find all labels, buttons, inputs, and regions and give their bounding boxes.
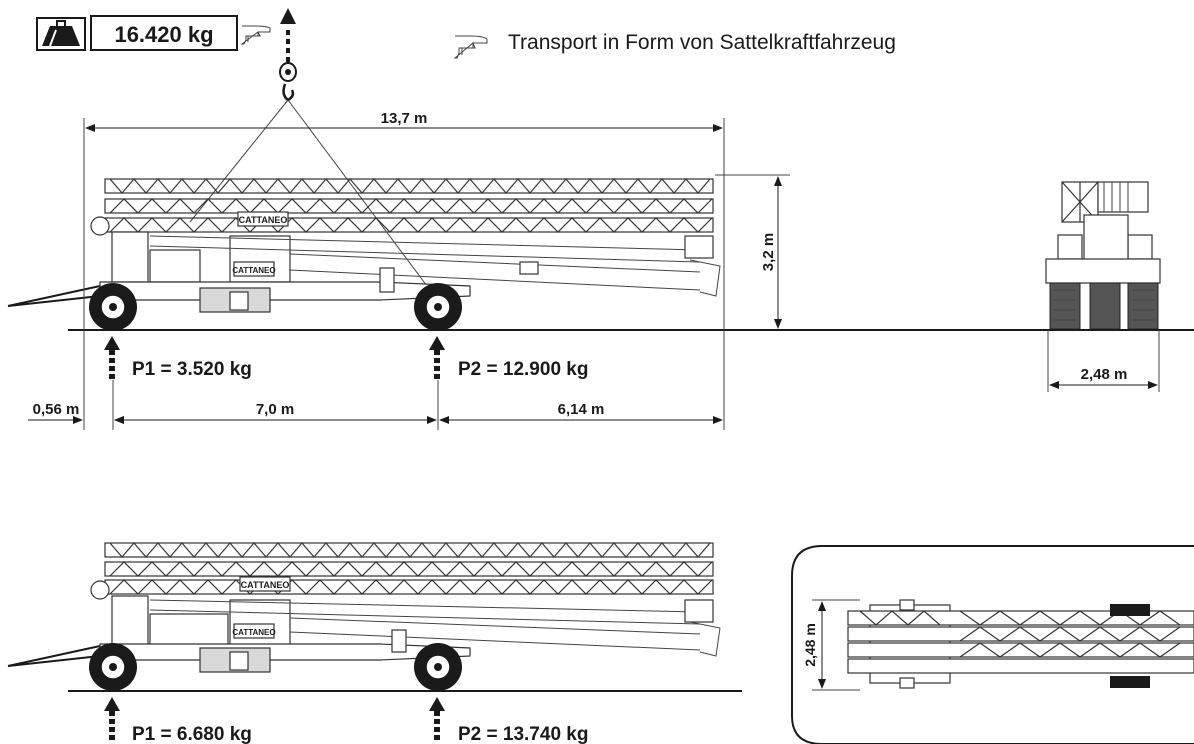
transport-note-text: Transport in Form von Sattelkraftfahrzeu… <box>508 31 896 54</box>
svg-text:CATTANEO: CATTANEO <box>241 580 290 590</box>
transport-note: Transport in Form von Sattelkraftfahrzeu… <box>453 31 896 59</box>
total-weight-value: 16.420 kg <box>114 22 213 47</box>
width-top-label: 2,48 m <box>802 623 818 667</box>
support-arrow-icon <box>429 336 445 379</box>
dim-bottom-chain: 0,56 m 7,0 m 6,14 m <box>28 330 723 430</box>
top-view-frame <box>791 545 1194 744</box>
weight-box <box>90 15 238 51</box>
weight-icon <box>36 17 86 51</box>
load-p2-upper: P2 = 12.900 kg <box>458 359 588 380</box>
brand-label: CATTANEO <box>239 215 288 225</box>
rear-span-label: 6,14 m <box>558 401 605 418</box>
width-rear-label: 2,48 m <box>1081 366 1128 383</box>
front-wheel <box>414 643 462 691</box>
wheelbase-label: 7,0 m <box>256 401 294 418</box>
pointing-hand-icon <box>453 35 488 59</box>
front-wheel <box>414 283 462 331</box>
dim-width-rear: 2,48 m <box>1047 330 1160 392</box>
svg-text:CATTANEO: CATTANEO <box>232 266 275 275</box>
overhang-label: 0,56 m <box>33 401 80 418</box>
support-arrow-icon <box>104 336 120 379</box>
support-arrow-icon <box>104 697 120 740</box>
weight-header: 16.420 kg <box>36 15 271 51</box>
dim-length-total: 13,7 m <box>83 110 725 430</box>
crane-side-view-lower: CATTANEO CATTANEO <box>7 542 721 691</box>
load-p1-lower: P1 = 6.680 kg <box>132 724 252 744</box>
load-p2-lower: P2 = 13.740 kg <box>458 724 588 744</box>
height-label: 3,2 m <box>760 233 777 271</box>
dim-height: 3,2 m <box>715 174 790 329</box>
support-arrow-icon <box>429 697 445 740</box>
dim-width-top: 2,48 m <box>802 599 860 691</box>
crane-top-view <box>847 599 1194 689</box>
rear-wheel <box>89 283 137 331</box>
pointing-hand-icon <box>240 25 271 45</box>
load-p1-upper: P1 = 3.520 kg <box>132 359 252 380</box>
length-total-label: 13,7 m <box>381 110 428 127</box>
rear-wheel <box>89 643 137 691</box>
crane-rear-view <box>1045 181 1161 330</box>
svg-text:CATTANEO: CATTANEO <box>232 628 275 637</box>
lift-arrow-icon <box>279 8 297 102</box>
crane-side-view-upper: CATTANEO CATTANEO <box>7 178 721 331</box>
